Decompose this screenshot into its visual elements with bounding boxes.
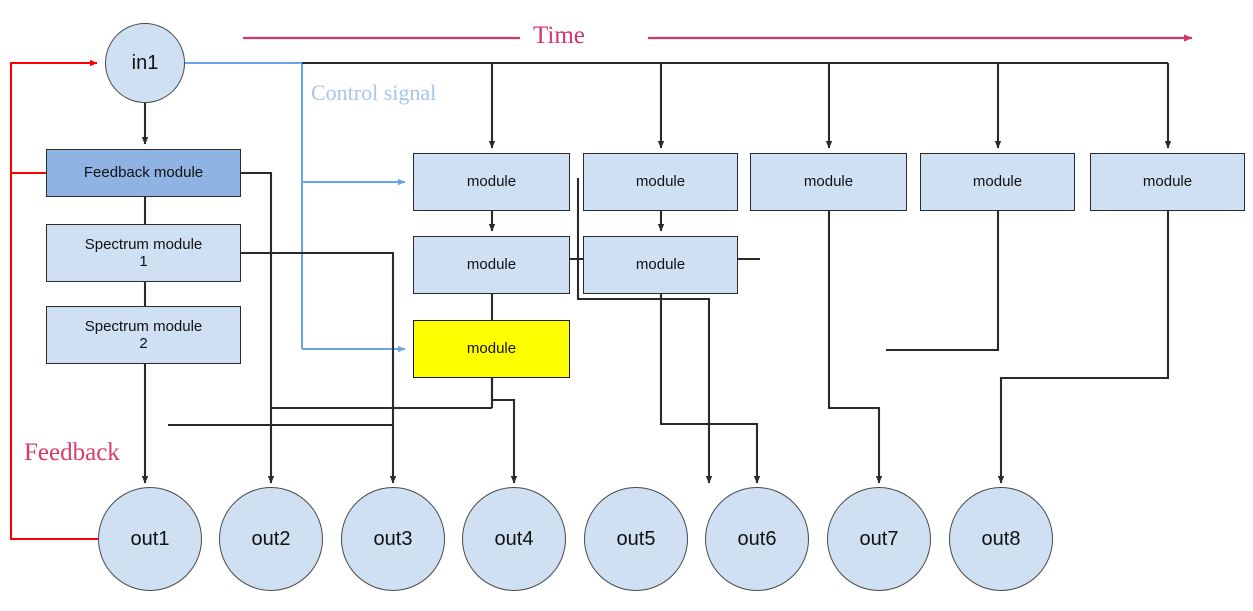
r1c4-rail (886, 211, 1000, 352)
feedback-module-to-out2 (241, 171, 275, 484)
r1c2-left-tap-to-out5 (576, 178, 713, 484)
feedback-label: Feedback (24, 439, 120, 466)
node-out1-label: out1 (130, 527, 170, 550)
node-in1[interactable]: in1 (105, 23, 185, 103)
module-spectrum-module-1[interactable]: Spectrum module 1 (46, 224, 241, 282)
module-r1c3[interactable]: module (750, 153, 907, 211)
module-r1c2-label: module (635, 173, 686, 191)
node-out2[interactable]: out2 (219, 487, 323, 591)
module-r2c1[interactable]: module (413, 236, 570, 294)
node-out3-label: out3 (373, 527, 413, 550)
node-out4[interactable]: out4 (462, 487, 566, 591)
node-out5-label: out5 (616, 527, 656, 550)
module-r3c1-highlighted[interactable]: module (413, 320, 570, 378)
node-out8[interactable]: out8 (949, 487, 1053, 591)
module-spectrum-module-1-label: Spectrum module 1 (84, 235, 203, 270)
module-feedback-module-label: Feedback module (83, 164, 204, 182)
time-label: Time (533, 22, 585, 49)
module-r1c1-label: module (466, 173, 517, 191)
spectrum1-to-out3 (241, 251, 397, 484)
module-spectrum-module-2[interactable]: Spectrum module 2 (46, 306, 241, 364)
node-in1-label: in1 (131, 51, 159, 74)
module-r2c2[interactable]: module (583, 236, 738, 294)
module-r1c5[interactable]: module (1090, 153, 1245, 211)
node-out6[interactable]: out6 (705, 487, 809, 591)
module-r1c4-label: module (972, 173, 1023, 191)
node-out7-label: out7 (859, 527, 899, 550)
node-out8-label: out8 (981, 527, 1021, 550)
module-r2c1-label: module (466, 256, 517, 274)
module-r1c5-label: module (1142, 173, 1193, 191)
control-signal-label: Control signal (311, 80, 437, 105)
node-out3[interactable]: out3 (341, 487, 445, 591)
module-spectrum-module-2-label: Spectrum module 2 (84, 317, 203, 352)
r1c3-to-out7 (827, 211, 883, 484)
module-r2c2-label: module (635, 256, 686, 274)
feedback-loop (9, 59, 98, 541)
node-out2-label: out2 (251, 527, 291, 550)
module-r1c2[interactable]: module (583, 153, 738, 211)
node-out4-label: out4 (494, 527, 534, 550)
node-out7[interactable]: out7 (827, 487, 931, 591)
node-out6-label: out6 (737, 527, 777, 550)
module-r1c3-label: module (803, 173, 854, 191)
r1c5-to-out8 (997, 211, 1170, 484)
node-out1[interactable]: out1 (98, 487, 202, 591)
node-out5[interactable]: out5 (584, 487, 688, 591)
module-r1c4[interactable]: module (920, 153, 1075, 211)
module-r1c1[interactable]: module (413, 153, 570, 211)
module-r3c1-label: module (466, 340, 517, 358)
module-feedback-module[interactable]: Feedback module (46, 149, 241, 197)
r2c2-to-out6 (659, 294, 761, 484)
